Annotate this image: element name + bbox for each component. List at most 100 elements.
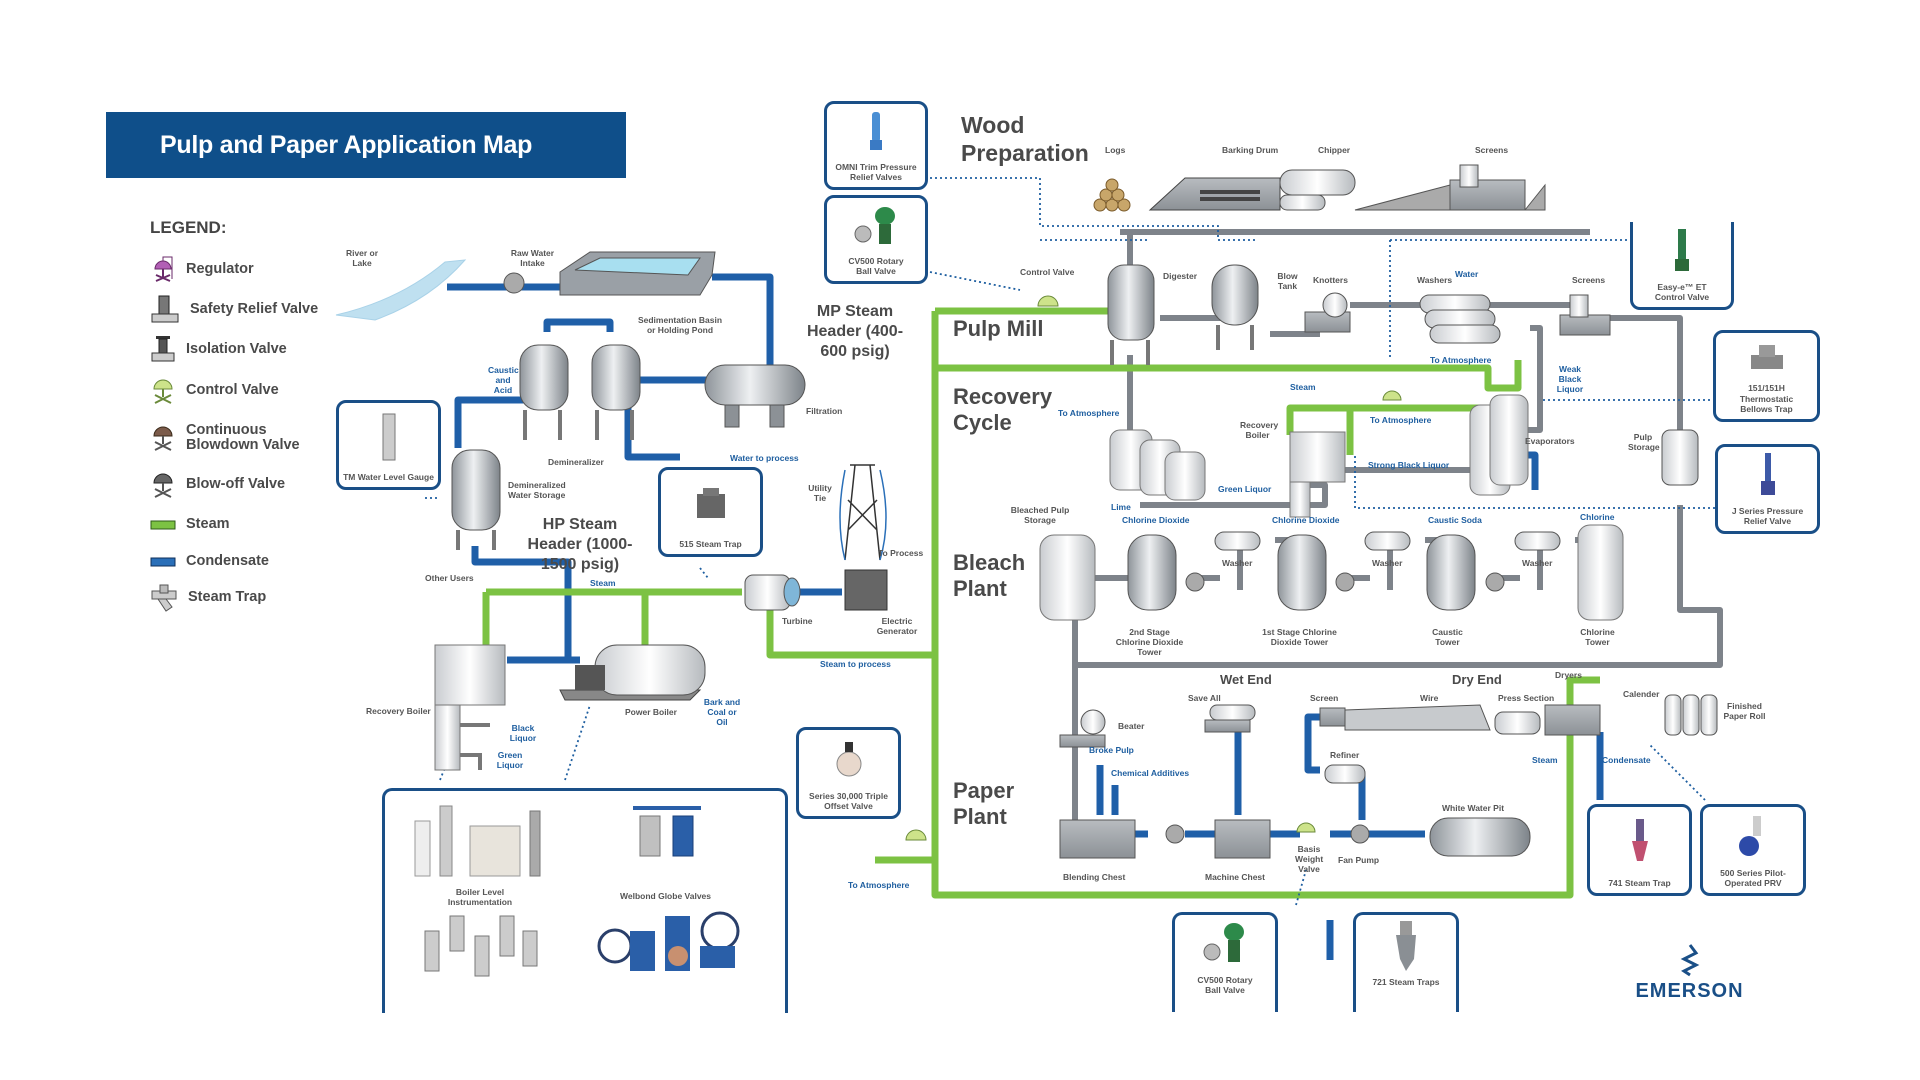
product-741-trap[interactable]: 741 Steam Trap — [1587, 804, 1692, 896]
legend-label: Steam — [186, 516, 230, 533]
intake-pump — [503, 272, 525, 294]
pulp-storage-bleach-pipe — [1075, 505, 1723, 668]
filtration-tank — [704, 364, 806, 428]
legend-label: Steam Trap — [188, 589, 267, 606]
label-wire: Wire — [1420, 693, 1439, 703]
steam-to-process — [766, 600, 935, 659]
product-omni-trim[interactable]: OMNI Trim Pressure Relief Valves — [824, 101, 928, 190]
wood-prep-equipment — [1093, 164, 1546, 212]
legend: LEGEND: Regulator Safety Relief Valve Is… — [150, 218, 320, 616]
legend-item-steam: Steam — [150, 506, 320, 544]
callout-lines — [425, 177, 1715, 906]
product-151-trap[interactable]: 151/151H Thermostatic Bellows Trap — [1713, 330, 1820, 422]
product-caption: Welbond Globe Valves — [620, 891, 712, 901]
legend-item-control-valve: Control Valve — [150, 370, 320, 412]
hp-steam-header-label: HP Steam Header (1000-1500 psig) — [527, 516, 633, 573]
label-digester: Digester — [1163, 271, 1198, 281]
label-evaporators: Evaporators — [1525, 436, 1575, 446]
legend-item-blow-off-valve: Blow-off Valve — [150, 464, 320, 506]
pulp-mill-equipment — [1304, 292, 1611, 344]
section-recovery-cycle: Recovery Cycle — [953, 384, 1053, 436]
label-recovery-boiler-left: Recovery Boiler — [366, 706, 431, 716]
digester-blowtank — [1107, 264, 1259, 365]
product-caption: Boiler Level Instrumentation — [447, 887, 513, 908]
label-turbine: Turbine — [782, 616, 813, 626]
product-515-steam-trap[interactable]: 515 Steam Trap — [658, 467, 763, 557]
blow-off-valve-icon — [153, 473, 173, 498]
legend-label: Continuous Blowdown Valve — [186, 421, 300, 453]
legend-label: Blow-off Valve — [186, 476, 286, 493]
section-bleach-plant: Bleach Plant — [953, 550, 1026, 602]
safety-valves-image — [424, 915, 538, 977]
label-knotters: Knotters — [1313, 275, 1348, 285]
legend-item-steam-trap: Steam Trap — [150, 580, 320, 616]
wet-end-label: Wet End — [1220, 672, 1272, 687]
label-control-valve: Control Valve — [1020, 267, 1075, 277]
recovery-equipment — [1109, 394, 1699, 518]
product-caption: J Series Pressure Relief Valve — [1731, 505, 1804, 526]
label-bleached-pulp-storage: Bleached Pulp Storage — [1010, 505, 1070, 526]
legend-title: LEGEND: — [150, 218, 227, 237]
label-bark-coal: Bark and Coal or Oil — [703, 697, 741, 728]
demin-top-pipe — [543, 318, 614, 332]
product-721-traps[interactable]: 721 Steam Traps — [1353, 912, 1459, 1012]
demineralizer-tanks — [519, 344, 641, 440]
product-cv500-top[interactable]: CV500 Rotary Ball Valve — [824, 195, 928, 284]
legend-label: Control Valve — [186, 382, 279, 399]
legend-item-continuous-blowdown-valve: Continuous Blowdown Valve — [150, 412, 320, 464]
label-caustic-acid: Caustic and Acid — [488, 365, 519, 396]
paper-equipment — [1059, 694, 1718, 859]
product-cv500-bottom[interactable]: CV500 Rotary Ball Valve — [1172, 912, 1278, 1012]
power-boiler — [559, 644, 706, 701]
pressure-relief-icon — [1760, 453, 1775, 496]
level-gauge-icon — [382, 413, 395, 461]
label-chemical-additives: Chemical Additives — [1111, 768, 1190, 778]
label-screens-mid: Screens — [1572, 275, 1606, 285]
page-title: Pulp and Paper Application Map — [106, 112, 626, 178]
label-to-process: To Process — [878, 548, 924, 558]
steam-trap-icon — [151, 584, 177, 612]
globe-valves-image — [597, 911, 740, 971]
product-500-prv[interactable]: 500 Series Pilot-Operated PRV — [1700, 804, 1806, 896]
product-group-boiler[interactable]: Boiler Level Instrumentation Welbond Glo… — [382, 788, 788, 1013]
label-broke-pulp: Broke Pulp — [1089, 745, 1134, 755]
label-to-atmosphere-1: To Atmosphere — [1430, 355, 1492, 365]
line-control-valves — [905, 295, 1402, 841]
label-steam-hp: Steam — [590, 578, 616, 588]
label-green-liquor-left: Green Liquor — [496, 750, 524, 771]
label-chlorine-dioxide-1: Chlorine Dioxide — [1122, 515, 1190, 525]
product-j-series[interactable]: J Series Pressure Relief Valve — [1715, 444, 1820, 534]
label-calender: Calender — [1623, 689, 1660, 699]
boiler-level-instrumentation-image — [414, 805, 541, 877]
prv-500-icon — [1739, 816, 1761, 857]
utility-tie-tower — [839, 464, 887, 561]
label-screen: Screen — [1310, 693, 1339, 703]
mp-steam-header-label: MP Steam Header (400-600 psig) — [806, 303, 904, 360]
label-steam-to-process: Steam to process — [820, 659, 891, 669]
label-strong-black-liquor: Strong Black Liquor — [1368, 460, 1450, 470]
product-caption: 721 Steam Traps — [1372, 977, 1440, 987]
label-demin-storage: Demineralized Water Storage — [508, 480, 566, 501]
label-chipper: Chipper — [1318, 145, 1351, 155]
label-condensate: Condensate — [1602, 755, 1651, 765]
label-river: River or Lake — [345, 248, 379, 269]
product-caption: CV500 Rotary Ball Valve — [848, 255, 904, 276]
section-wood-preparation: Wood Preparation — [961, 112, 1089, 166]
legend-item-regulator: Regulator — [150, 250, 320, 290]
product-caption: Easy-e™ ET Control Valve — [1654, 281, 1710, 302]
label-pulp-storage: Pulp Storage — [1628, 432, 1660, 453]
label-tower-2nd: 2nd Stage Chlorine Dioxide Tower — [1115, 627, 1184, 658]
product-tm-gauge[interactable]: TM Water Level Gauge — [336, 400, 441, 490]
label-blow-tank: Blow Tank — [1277, 271, 1298, 292]
label-save-all: Save All — [1188, 693, 1221, 703]
label-tower-chlorine: Chlorine Tower — [1580, 627, 1615, 648]
condensate-line-icon — [150, 557, 176, 567]
product-series-30000[interactable]: Series 30,000 Triple Offset Valve — [796, 727, 901, 819]
emerson-logo-icon — [1680, 944, 1699, 977]
trap-721-icon — [1396, 920, 1416, 971]
label-demineralizer: Demineralizer — [548, 457, 604, 467]
product-easy-e[interactable]: Easy-e™ ET Control Valve — [1630, 222, 1734, 310]
label-tower-caustic: Caustic Tower — [1432, 627, 1463, 648]
label-machine-chest: Machine Chest — [1205, 872, 1265, 882]
